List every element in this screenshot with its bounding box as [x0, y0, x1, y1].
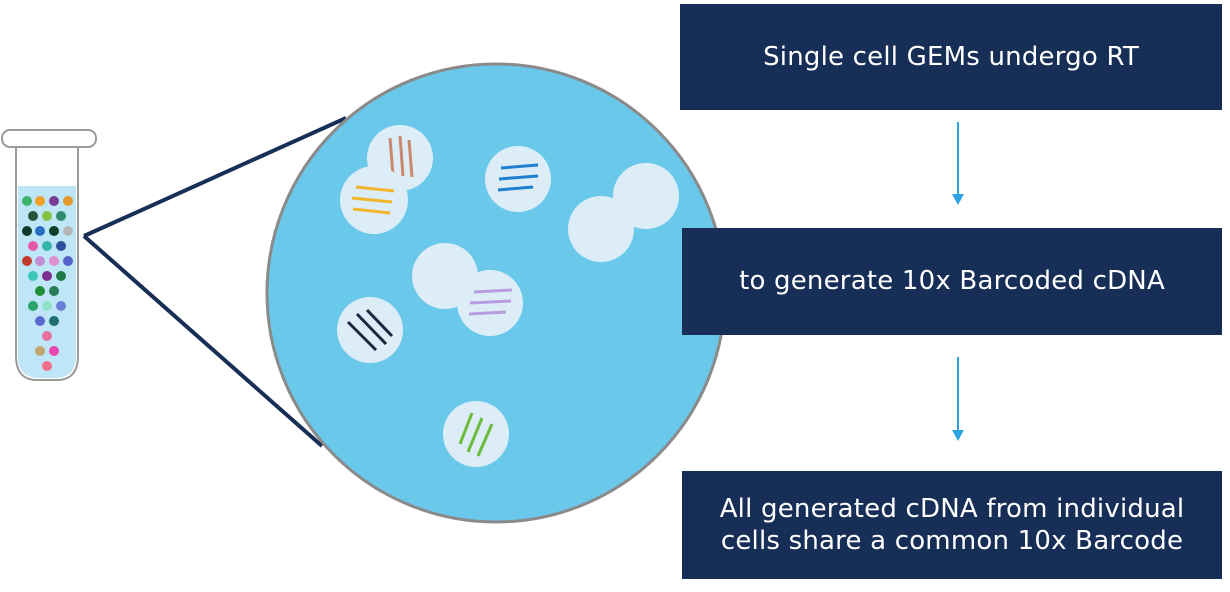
cell-dot: [22, 226, 32, 236]
cell-dot: [49, 346, 59, 356]
cell-dot: [42, 331, 52, 341]
cell-dot: [56, 211, 66, 221]
cell-dot: [28, 241, 38, 251]
cell-dot: [42, 271, 52, 281]
gem-icon: [412, 243, 523, 336]
tube-dots: [22, 196, 73, 371]
step-label: to generate 10x Barcoded cDNA: [739, 266, 1165, 297]
gem-icon: [337, 297, 403, 363]
cell-dot: [63, 256, 73, 266]
cell-dot: [56, 271, 66, 281]
cell-dot: [28, 271, 38, 281]
cell-dot: [28, 211, 38, 221]
gem-icon: [443, 401, 509, 467]
cell-dot: [35, 256, 45, 266]
cell-dot: [35, 226, 45, 236]
test-tube-icon: [1, 129, 97, 381]
step-label: All generated cDNA from individual cells…: [719, 493, 1185, 557]
gem-icon: [485, 146, 551, 212]
cell-dot: [56, 301, 66, 311]
cell-dot: [35, 196, 45, 206]
cell-dot: [22, 196, 32, 206]
cell-dot: [49, 226, 59, 236]
cell-dot: [49, 196, 59, 206]
arrow-down-icon: [952, 122, 964, 205]
cell-dot: [42, 241, 52, 251]
step-box-common-barcode: All generated cDNA from individual cells…: [682, 471, 1222, 579]
cell-dot: [35, 346, 45, 356]
cell-dot: [28, 301, 38, 311]
step-box-gems-rt: Single cell GEMs undergo RT: [680, 4, 1222, 110]
gem-icon: [340, 125, 433, 234]
cell-dot: [42, 361, 52, 371]
cell-dot: [63, 226, 73, 236]
cell-dot: [42, 301, 52, 311]
cell-dot: [35, 286, 45, 296]
cell-dot: [49, 286, 59, 296]
zoom-line-top: [83, 116, 347, 238]
cell-dot: [49, 316, 59, 326]
step-label: Single cell GEMs undergo RT: [763, 41, 1139, 72]
empty-gem-icon: [568, 163, 679, 262]
arrow-down-icon: [952, 357, 964, 441]
cell-dot: [42, 211, 52, 221]
cell-dot: [56, 241, 66, 251]
cell-dot: [22, 256, 32, 266]
cell-dot: [63, 196, 73, 206]
zoom-line-bottom: [82, 234, 324, 448]
cell-dot: [35, 316, 45, 326]
cell-dot: [49, 256, 59, 266]
step-box-barcoded-cdna: to generate 10x Barcoded cDNA: [682, 228, 1222, 335]
